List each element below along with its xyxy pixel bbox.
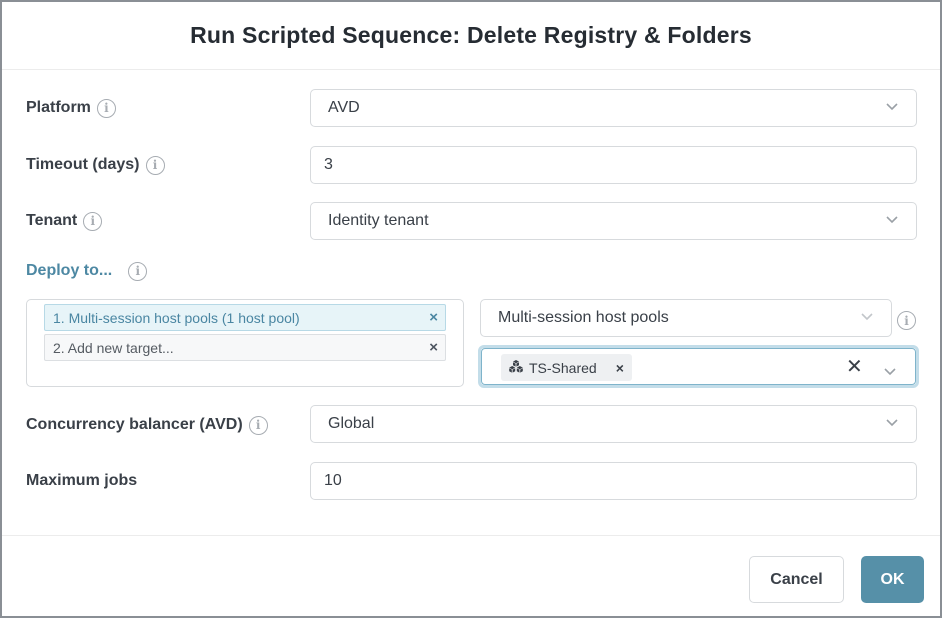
- timeout-input[interactable]: 3: [310, 146, 917, 184]
- deploy-label-row: Deploy to... i: [26, 259, 148, 283]
- deploy-targets-list: 1. Multi-session host pools (1 host pool…: [26, 299, 464, 387]
- concurrency-select[interactable]: Global: [310, 405, 917, 443]
- tenant-value: Identity tenant: [328, 212, 429, 229]
- platform-select[interactable]: AVD: [310, 89, 917, 127]
- target-type-value: Multi-session host pools: [498, 309, 669, 326]
- timeout-label: Timeout (days): [26, 156, 140, 173]
- chevron-down-icon: [861, 313, 873, 321]
- info-icon[interactable]: i: [897, 311, 916, 330]
- max-jobs-label-row: Maximum jobs: [26, 469, 137, 493]
- target-item-2[interactable]: 2. Add new target... ×: [44, 334, 446, 361]
- info-icon[interactable]: i: [83, 211, 103, 231]
- info-icon[interactable]: i: [145, 155, 165, 175]
- target-type-select[interactable]: Multi-session host pools: [480, 299, 892, 337]
- footer-divider: [2, 535, 940, 536]
- ok-button[interactable]: OK: [861, 556, 924, 603]
- target-item-label: 2. Add new target...: [53, 339, 174, 356]
- max-jobs-value: 10: [324, 472, 342, 489]
- info-icon[interactable]: i: [96, 98, 116, 118]
- tenant-label: Tenant: [26, 212, 78, 229]
- deploy-label: Deploy to...: [26, 262, 113, 279]
- chevron-down-icon: [886, 103, 898, 111]
- target-item-label: 1. Multi-session host pools (1 host pool…: [53, 309, 300, 326]
- max-jobs-input[interactable]: 10: [310, 462, 917, 500]
- selected-pool-chip: TS-Shared ×: [501, 354, 632, 381]
- info-icon[interactable]: i: [128, 261, 148, 281]
- remove-target-button[interactable]: ×: [429, 339, 438, 356]
- cancel-button[interactable]: Cancel: [749, 556, 844, 603]
- concurrency-label: Concurrency balancer (AVD): [26, 416, 243, 433]
- timeout-label-row: Timeout (days) i: [26, 153, 165, 177]
- tenant-label-row: Tenant i: [26, 209, 103, 233]
- host-pool-icon: [508, 359, 524, 376]
- host-pool-multiselect[interactable]: TS-Shared × ✕: [478, 345, 919, 388]
- selected-pool-label: TS-Shared: [529, 359, 597, 376]
- platform-value: AVD: [328, 99, 360, 116]
- concurrency-value: Global: [328, 415, 375, 432]
- tenant-select[interactable]: Identity tenant: [310, 202, 917, 240]
- concurrency-label-row: Concurrency balancer (AVD) i: [26, 413, 268, 437]
- platform-label: Platform: [26, 99, 91, 116]
- chevron-down-icon: [886, 419, 898, 427]
- max-jobs-label: Maximum jobs: [26, 472, 138, 489]
- remove-pool-button[interactable]: ×: [615, 359, 624, 376]
- dialog-title: Run Scripted Sequence: Delete Registry &…: [190, 22, 752, 48]
- platform-label-row: Platform i: [26, 96, 116, 120]
- clear-selection-button[interactable]: ✕: [846, 356, 863, 378]
- timeout-value: 3: [324, 156, 333, 173]
- title-divider: [2, 69, 940, 70]
- remove-target-button[interactable]: ×: [429, 309, 438, 326]
- info-icon[interactable]: i: [248, 415, 268, 435]
- host-pool-multiselect-focus-ring: TS-Shared × ✕: [481, 348, 916, 385]
- target-item-1[interactable]: 1. Multi-session host pools (1 host pool…: [44, 304, 446, 331]
- chevron-down-icon: [886, 216, 898, 224]
- chevron-down-icon[interactable]: [884, 363, 896, 381]
